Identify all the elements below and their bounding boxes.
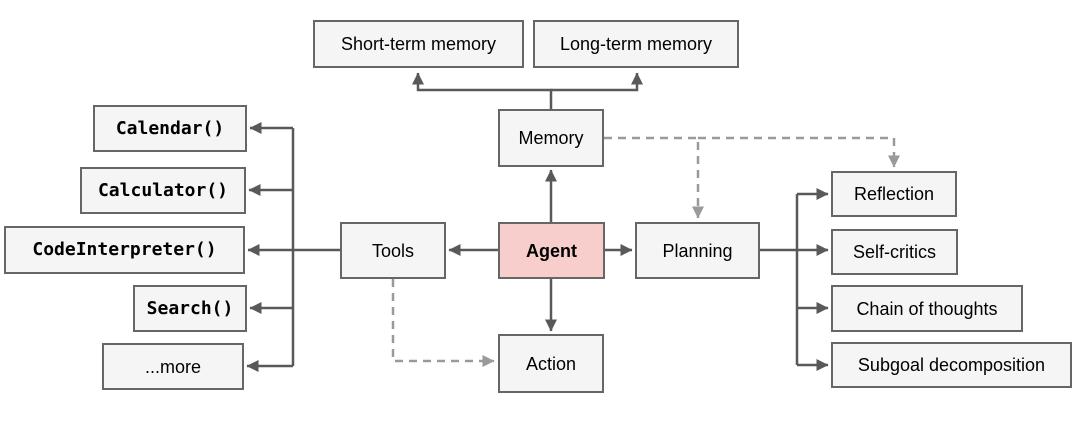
node-short-term-memory: Short-term memory [313,20,524,68]
node-agent: Agent [498,222,605,279]
node-subgoal-decomposition: Subgoal decomposition [831,342,1072,388]
node-memory: Memory [498,109,604,167]
edge-memory-to-long-term [551,72,643,92]
node-reflection: Reflection [831,171,957,217]
node-long-term-memory: Long-term memory [533,20,739,68]
node-tools: Tools [340,222,446,279]
node-calendar: Calendar() [93,105,247,152]
node-code-interpreter: CodeInterpreter() [4,226,245,274]
node-search: Search() [133,285,247,332]
node-action: Action [498,334,604,393]
node-more: ...more [102,343,244,390]
edge-memory-to-short-term [412,72,553,109]
edge-tools-to-action-dashed [391,279,495,367]
edge-memory-to-planning-dashed [604,136,704,219]
node-planning: Planning [635,222,760,279]
node-self-critics: Self-critics [831,229,958,275]
node-chain-of-thoughts: Chain of thoughts [831,285,1023,332]
node-calculator: Calculator() [80,167,246,214]
edge-memory-to-reflection-dashed [698,136,900,168]
